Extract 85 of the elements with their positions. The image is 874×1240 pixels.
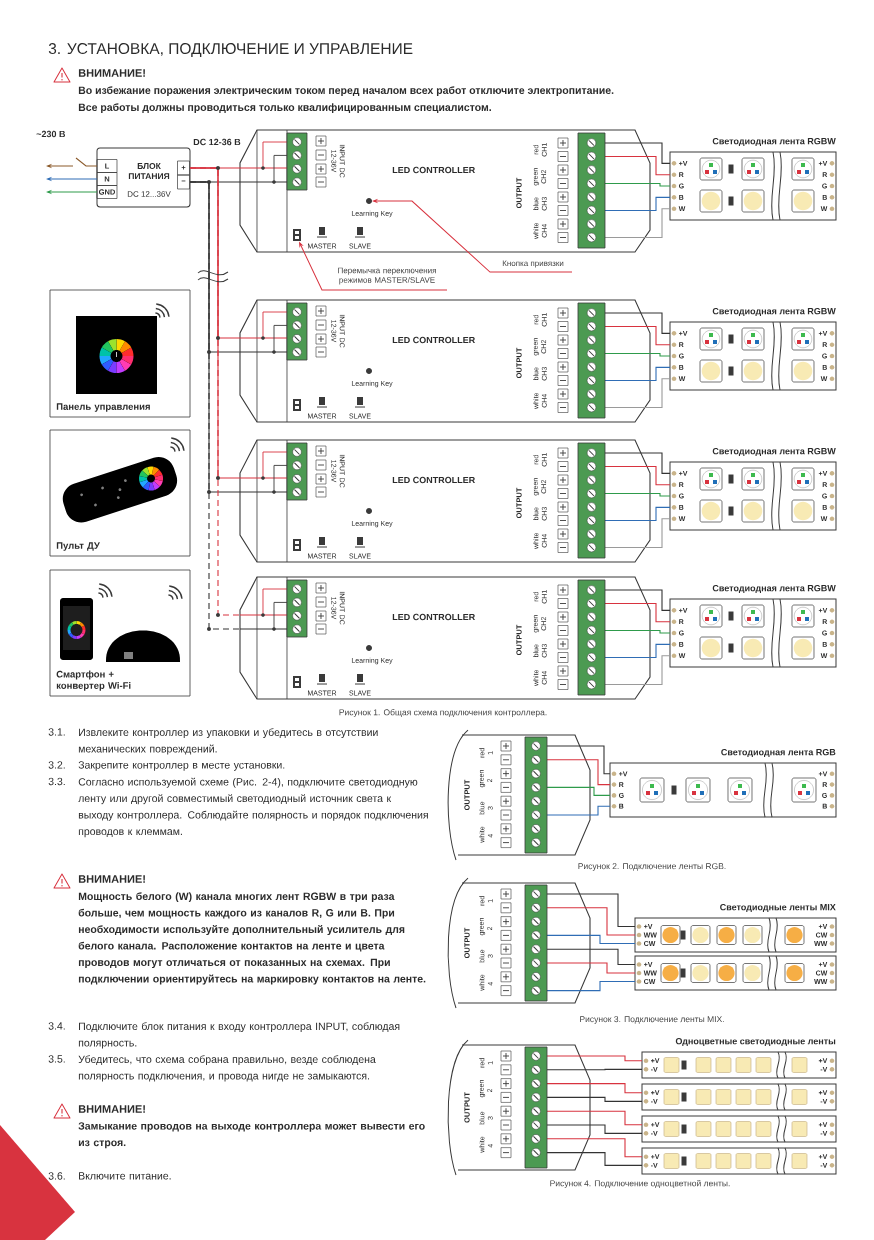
wire (589, 962, 636, 974)
wire (579, 893, 636, 928)
section-title: 3. УСТАНОВКА, ПОДКЛЮЧЕНИЕ И УПРАВЛЕНИЕ (48, 43, 413, 57)
step-number: 3.5. (48, 1055, 65, 1063)
warning-text: Замыкание проводов на выходе контроллера может вывести его из строя. (78, 1122, 425, 1149)
warning-text: Во избежание поражения электрическим током перед началом всех работ отключите электропитание. (78, 86, 614, 97)
wire (646, 602, 671, 623)
step-text: Подключите блок питания к входу контроллера INPUT, соблюдая полярность. (78, 1022, 400, 1049)
strip-heading: Светодиодная лента RGBW (712, 584, 836, 594)
wire (589, 948, 636, 966)
wire (649, 643, 671, 659)
strip-heading: Светодиодная лента RGB (721, 748, 836, 758)
device-card: Панель управления (49, 289, 191, 418)
figure-caption: Рисунок 4. Подключение одноцветной ленты. (550, 1180, 730, 1189)
wire (649, 629, 671, 634)
voltage-label: DC 12-36 В (193, 138, 241, 146)
warning-text: Все работы должны проводиться только квалифицированным специалистом. (78, 103, 491, 114)
wire (589, 1083, 643, 1094)
button-icon (366, 198, 372, 204)
step-number: 3.6. (48, 1172, 65, 1180)
strip-heading: Светодиодная лента RGBW (712, 447, 836, 457)
step-number: 3.3. (48, 777, 65, 786)
warning-heading: ВНИМАНИЕ! (78, 69, 145, 77)
wire (585, 907, 636, 936)
strip-heading: Светодиодные ленты MIX (720, 903, 836, 913)
leader-line (299, 242, 448, 291)
wire (589, 786, 611, 796)
leader-line (372, 199, 573, 273)
wire (644, 378, 671, 409)
wire (649, 352, 671, 357)
wire (640, 589, 671, 611)
jumper-switch (293, 229, 301, 241)
strip-heading: Светодиодная лента RGBW (712, 137, 836, 147)
product-label: LED CONTROLLER (392, 336, 475, 344)
wire (644, 208, 671, 239)
wire (589, 1124, 643, 1134)
step-text: Убедитесь, что схема собрана правильно, везде соблюдена полярность подключения, и провода нигде не замыкаются. (78, 1055, 376, 1082)
strip-heading: Светодиодная лента RGBW (712, 307, 836, 317)
callout-text: Перемычка переключения режимов MASTER/SLAVE (338, 267, 436, 285)
wire (649, 506, 671, 522)
wire (589, 805, 611, 816)
wire (649, 366, 671, 382)
wire (579, 1055, 643, 1062)
wire (589, 1096, 643, 1102)
wire (640, 452, 671, 474)
figure-caption: Рисунок 1. Общая схема подключения контроллера. (339, 709, 547, 717)
wire (587, 1138, 643, 1158)
step-number: 3.4. (48, 1022, 65, 1030)
wire (589, 934, 636, 945)
step-text: Извлеките контроллер из упаковки и убедитесь в отсутствии механических повреждений. (78, 728, 378, 755)
device-card: Смартфон + конвертер Wi-Fi (49, 569, 191, 697)
device-card: Пульт ДУ (49, 429, 191, 557)
warning-text: Мощность белого (W) канала многих лент RGBW в три раза больше, чем мощность каждого из каналов R, G или B. При необходимости используйте дополнительный усилитель для белого канала. Расположение контактов на ленте и цвета проводов могут отличаться от показанных на схемах. При подключении ориентируйтесь на маркировку контактов на ленте. (78, 892, 426, 985)
figure-caption: Рисунок 2. Подключение ленты RGB. (578, 863, 726, 871)
wire (649, 182, 671, 187)
wire (649, 492, 671, 497)
wire (585, 1068, 643, 1071)
step-number: 3.2. (48, 761, 65, 769)
wire (646, 465, 671, 486)
wire (579, 980, 636, 992)
product-label: LED CONTROLLER (392, 613, 475, 621)
mains-wire (46, 157, 98, 169)
step-text: Включите питание. (79, 1172, 171, 1180)
step-text: Закрепите контроллер в месте установки. (78, 761, 285, 771)
wire (646, 325, 671, 346)
wire (581, 1152, 643, 1166)
wire (646, 155, 671, 176)
product-label: LED CONTROLLER (392, 166, 475, 174)
wire (644, 518, 671, 549)
product-label: LED CONTROLLER (392, 476, 475, 484)
step-number: 3.1. (48, 728, 65, 736)
wire (649, 196, 671, 212)
strip-heading: Одноцветные светодиодные ленты (675, 1037, 836, 1047)
figure-caption: Рисунок 3. Подключение ленты MIX. (580, 1016, 724, 1024)
voltage-label: ~230 В (36, 130, 66, 138)
warning-heading: ВНИМАНИЕ! (78, 875, 145, 883)
wire (640, 142, 671, 164)
warning-heading: ВНИМАНИЕ! (78, 1105, 145, 1113)
wire (585, 759, 611, 786)
wire (640, 312, 671, 334)
step-text: Согласно используемой схеме (Рис. 2-4), подключите светодиодную ленту или другой совместимый светодиодный источник света к выходу контроллера. Соблюдайте полярность и порядок подключения проводов к клеммам. (78, 777, 428, 838)
callout-text: Кнопка привязки (502, 260, 564, 268)
wire (644, 655, 671, 686)
wire (589, 1110, 643, 1126)
wire (579, 745, 611, 775)
